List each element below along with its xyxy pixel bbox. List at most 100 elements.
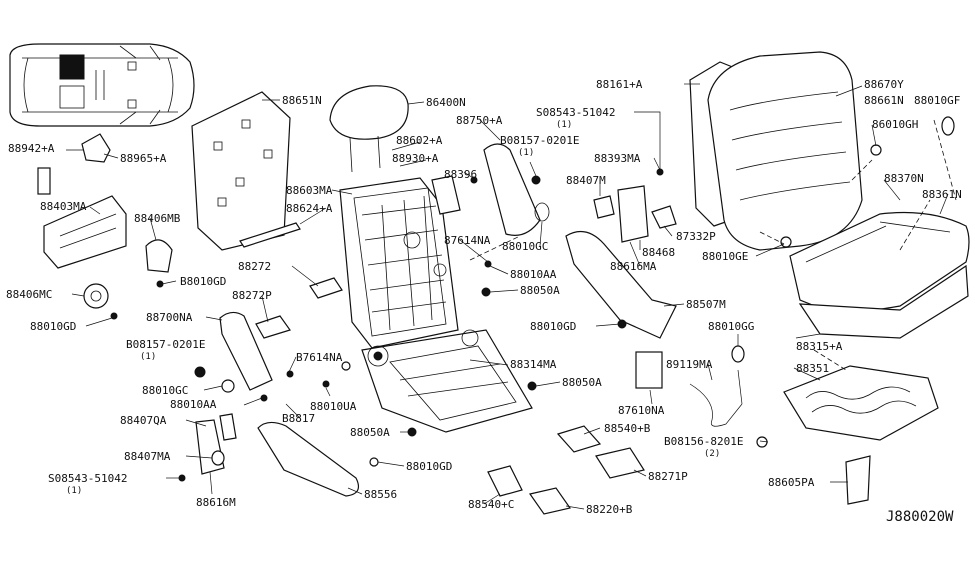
seat-back-trim-part — [707, 51, 863, 251]
cover-88407QA-part — [219, 413, 237, 441]
side-finisher-part — [257, 421, 359, 497]
part-label-88750A[interactable]: 88750+A — [456, 114, 503, 127]
side-cover-part — [219, 311, 273, 391]
part-label-88010UA[interactable]: 88010UA — [310, 400, 357, 413]
part-label-88540B[interactable]: 88540+B — [604, 422, 651, 435]
part-label-88361N[interactable]: 88361N — [922, 188, 962, 201]
part-label-88161A[interactable]: 88161+A — [596, 78, 643, 91]
bracket-88616M-part — [195, 419, 225, 475]
cover-88406MB-part — [145, 239, 173, 273]
cover-88540B-part — [556, 425, 602, 453]
part-label-88616M[interactable]: 88616M — [196, 496, 236, 509]
part-label-88965A[interactable]: 88965+A — [120, 152, 167, 165]
part-label-88556[interactable]: 88556 — [364, 488, 397, 501]
rail-88605PA-part — [845, 455, 871, 505]
part-label-88468[interactable]: 88468 — [642, 246, 675, 259]
part-label-88271P[interactable]: 88271P — [648, 470, 688, 483]
part-label-08157-upper[interactable]: B08157-0201E — [500, 134, 579, 147]
module-87610NA-part — [635, 351, 663, 389]
part-label-88670Y[interactable]: 88670Y — [864, 78, 904, 91]
cover-88220B-part — [528, 487, 572, 515]
part-label-87614NA[interactable]: 87614NA — [444, 234, 491, 247]
part-label-88396[interactable]: 88396 — [444, 168, 477, 181]
part-label-88393MA[interactable]: 88393MA — [594, 152, 641, 165]
part-qty-08543-upper: (1) — [556, 120, 572, 130]
part-label-88010GG[interactable]: 88010GG — [708, 320, 754, 333]
part-label-87614NA-lower[interactable]: B7614NA — [296, 351, 343, 364]
part-label-88050A-upper[interactable]: 88050A — [520, 284, 560, 297]
part-label-88616MA[interactable]: 88616MA — [610, 260, 657, 273]
part-label-88010GF[interactable]: 88010GF — [914, 94, 960, 107]
part-label-88406MB[interactable]: 88406MB — [134, 212, 181, 225]
part-label-86400N[interactable]: 86400N — [426, 96, 466, 109]
part-label-08156[interactable]: B08156-8201E — [664, 435, 743, 448]
cover-88750A-part — [483, 143, 541, 236]
part-label-08543-upper[interactable]: S08543-51042 — [536, 106, 615, 119]
part-label-88603MA[interactable]: 88603MA — [286, 184, 333, 197]
part-label-87332P[interactable]: 87332P — [676, 230, 716, 243]
cap-88407MA-part — [211, 450, 225, 466]
part-label-88406MC[interactable]: 88406MC — [6, 288, 52, 301]
part-qty-08157-upper: (1) — [518, 148, 534, 158]
part-label-88700NA[interactable]: 88700NA — [146, 311, 193, 324]
part-label-88407QA[interactable]: 88407QA — [120, 414, 167, 427]
part-label-88507M[interactable]: 88507M — [686, 298, 726, 311]
part-label-88010AA-lower[interactable]: 88010AA — [170, 398, 217, 411]
cushion-frame-88351-part — [783, 365, 939, 441]
harness-89119MA-part — [689, 369, 743, 427]
part-label-88602A[interactable]: 88602+A — [396, 134, 443, 147]
bracket-88616MA-part — [617, 185, 649, 243]
part-label-88272[interactable]: 88272 — [238, 260, 271, 273]
part-label-88661N[interactable]: 88661N — [864, 94, 904, 107]
part-label-88272P[interactable]: 88272P — [232, 289, 272, 302]
part-label-88050A-lower[interactable]: 88050A — [350, 426, 390, 439]
part-label-86010GH[interactable]: 86010GH — [872, 118, 918, 131]
part-label-88817[interactable]: B8817 — [282, 412, 315, 425]
part-label-88010GD-left[interactable]: 88010GD — [30, 320, 76, 333]
part-label-89119MA[interactable]: 89119MA — [666, 358, 713, 371]
spiral-spring-88406MC-part — [83, 283, 109, 309]
part-label-87610NA[interactable]: 87610NA — [618, 404, 665, 417]
seat-lower-frame-part — [361, 329, 533, 433]
part-label-88315A[interactable]: 88315+A — [796, 340, 843, 353]
part-label-88407MA[interactable]: 88407MA — [124, 450, 171, 463]
part-label-88351[interactable]: 88351 — [796, 362, 829, 375]
part-label-88010GD-upper[interactable]: B8010GD — [180, 275, 226, 288]
cover-88271P-part — [595, 447, 645, 479]
part-label-88403MA[interactable]: 88403MA — [40, 200, 87, 213]
part-qty-08156: (2) — [704, 449, 720, 459]
label-88942A-part — [37, 167, 51, 195]
back-board-part — [191, 91, 291, 251]
lever-87332P-part — [651, 205, 677, 229]
seat-back-frame-part — [339, 177, 459, 349]
part-label-88540C[interactable]: 88540+C — [468, 498, 514, 511]
part-label-08157-lower[interactable]: B08157-0201E — [126, 338, 205, 351]
part-label-88010GD-mid[interactable]: 88010GD — [530, 320, 576, 333]
cover-88540C-part — [487, 465, 523, 497]
seat-cushion-part — [789, 211, 970, 317]
assembly-dash-lines — [469, 119, 957, 371]
part-label-88010GC-lower[interactable]: 88010GC — [142, 384, 188, 397]
part-label-88370N[interactable]: 88370N — [884, 172, 924, 185]
part-label-88010GD-lower[interactable]: 88010GD — [406, 460, 452, 473]
part-label-88942A[interactable]: 88942+A — [8, 142, 55, 155]
part-label-88930A[interactable]: 88930+A — [392, 152, 439, 165]
part-label-88010AA-upper[interactable]: 88010AA — [510, 268, 557, 281]
trim-88272P-part — [255, 315, 291, 339]
part-label-88624A[interactable]: 88624+A — [286, 202, 333, 215]
part-label-88220B[interactable]: 88220+B — [586, 503, 633, 516]
part-label-08543-lower[interactable]: S08543-51042 — [48, 472, 127, 485]
part-label-88010GC-upper[interactable]: 88010GC — [502, 240, 548, 253]
part-label-88314MA[interactable]: 88314MA — [510, 358, 557, 371]
part-label-88605PA[interactable]: 88605PA — [768, 476, 815, 489]
part-label-88010GE[interactable]: 88010GE — [702, 250, 748, 263]
pad-88965A-part — [81, 133, 111, 163]
part-label-88050A-mid[interactable]: 88050A — [562, 376, 602, 389]
leader-lines — [66, 83, 949, 510]
part-label-88407M[interactable]: 88407M — [566, 174, 606, 187]
trim-88272-part — [309, 277, 343, 299]
part-qty-08157-lower: (1) — [140, 352, 156, 362]
part-label-88651N[interactable]: 88651N — [282, 94, 322, 107]
